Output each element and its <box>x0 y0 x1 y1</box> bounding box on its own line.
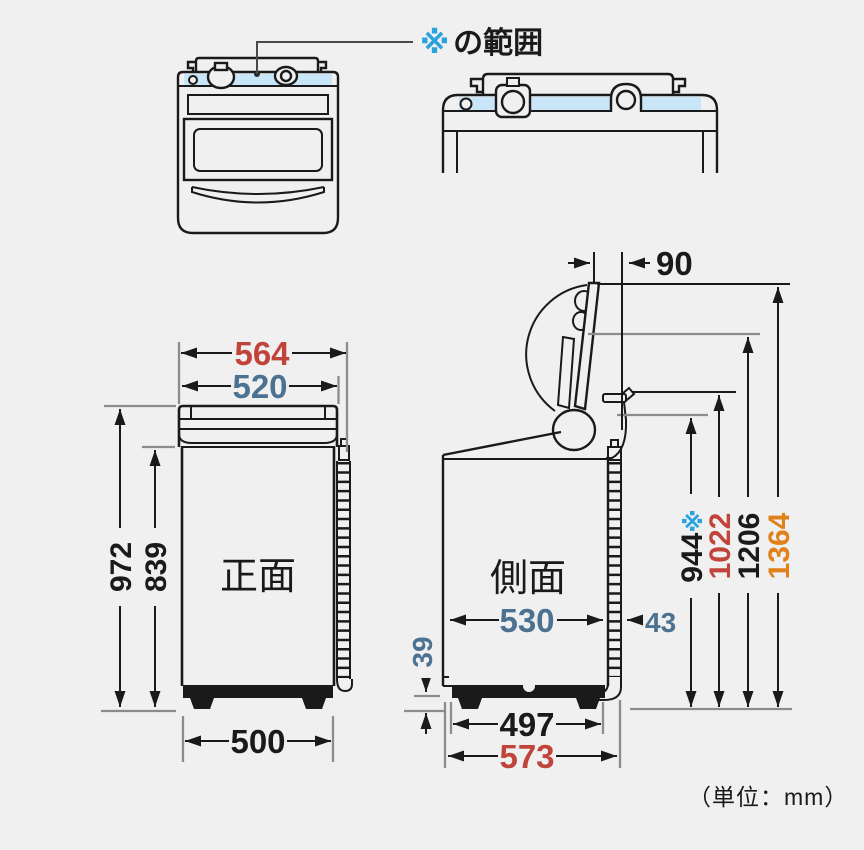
asterisk-marker: ※ <box>420 27 449 60</box>
lid-swing-arc <box>525 284 588 412</box>
dim-1206: 1206 <box>733 513 766 580</box>
side-view-title: 側面 <box>490 558 566 600</box>
side-view: 90 944※ 1022 1206 1364 530 43 39 497 573… <box>404 245 796 775</box>
dim-43: 43 <box>645 607 676 638</box>
open-lid <box>573 281 601 411</box>
highlight-strip <box>184 74 332 85</box>
dim-500: 500 <box>230 723 285 760</box>
side-body-top <box>442 430 562 457</box>
dim-90: 90 <box>656 245 693 282</box>
dim-520: 520 <box>232 368 287 405</box>
dim-39: 39 <box>407 636 438 667</box>
top-view-rear <box>441 72 719 173</box>
dim-944: 944※ <box>676 509 709 582</box>
range-callout: ※の範囲 <box>420 26 543 60</box>
front-view: 564 520 972 839 500 正面 <box>101 335 353 762</box>
front-body <box>180 447 336 686</box>
dim-530: 530 <box>499 602 554 639</box>
asterisk-marker: ※ <box>681 509 708 532</box>
lid-inner-panel <box>556 335 576 410</box>
dim-972: 972 <box>105 542 138 592</box>
dim-564: 564 <box>234 335 290 372</box>
unit-label: （単位：mm） <box>688 784 848 810</box>
rear-cover <box>606 401 628 459</box>
dim-573: 573 <box>499 738 554 775</box>
front-lid <box>177 404 339 447</box>
dim-1364: 1364 <box>763 512 796 579</box>
front-view-title: 正面 <box>220 556 296 598</box>
front-base <box>183 685 333 709</box>
dim-497: 497 <box>499 706 554 743</box>
dim-839: 839 <box>140 542 173 592</box>
dim-1022: 1022 <box>704 513 737 580</box>
top-view-front <box>176 41 413 235</box>
lid-hinge <box>551 408 597 452</box>
leader-line <box>256 41 413 74</box>
